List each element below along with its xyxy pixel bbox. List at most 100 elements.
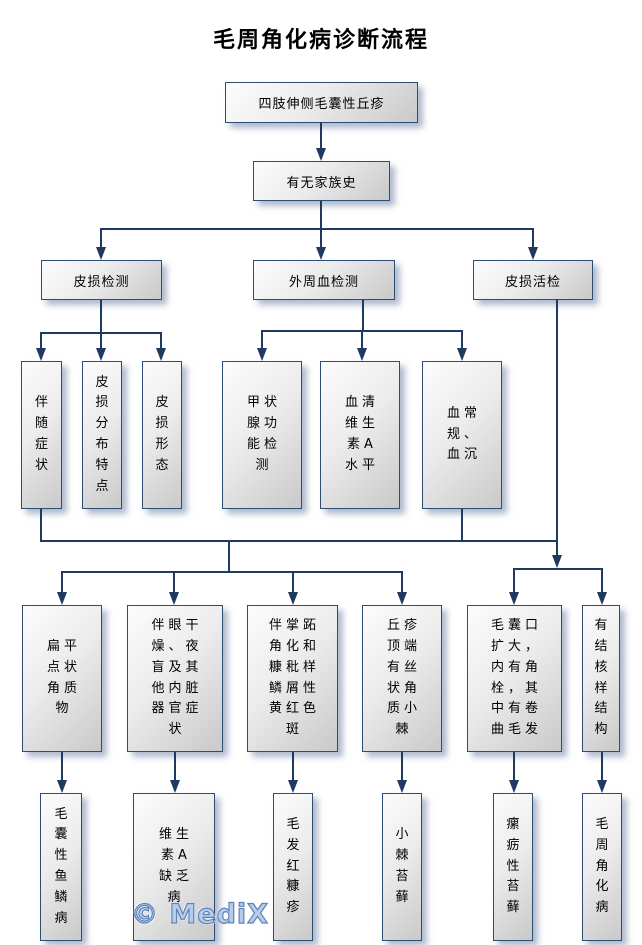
edge-bus-biopsy-line bbox=[532, 228, 534, 247]
edge-biopsy-drop-arrowhead bbox=[552, 555, 562, 568]
node-pityriasis-rubra-pilaris-label: 毛 发 红 糠 疹 bbox=[286, 817, 304, 916]
node-lichen-spinulosus: 小 棘 苔 藓 bbox=[382, 793, 422, 941]
edge-blood-routine-arrowhead bbox=[457, 348, 467, 361]
node-serum-vitamin-a-label: 血清 维生 素A 水平 bbox=[344, 395, 379, 473]
node-start-label: 四肢伸侧毛囊性丘疹 bbox=[258, 97, 385, 112]
bus-findings-left-horizontal bbox=[61, 571, 403, 573]
edge-keratosis-pilaris-line bbox=[601, 752, 603, 780]
edge-blood-exam-drop-line bbox=[362, 300, 364, 332]
edge-thyroid-line bbox=[261, 330, 263, 348]
node-vitamin-a-deficiency-label: 维生 素A 缺乏 病 bbox=[158, 827, 193, 905]
edge-thyroid-arrowhead bbox=[257, 348, 267, 361]
edge-distribution-line bbox=[100, 332, 102, 348]
edge-start-family-line bbox=[320, 122, 322, 148]
edge-results-drop-line bbox=[228, 540, 230, 573]
edge-tubercle-line bbox=[601, 568, 603, 592]
edge-distribution-arrowhead bbox=[96, 348, 106, 361]
edge-bus-blood-exam-line bbox=[320, 228, 322, 247]
node-palmoplantar-scaly-patch-label: 伴掌跖 角化和 糠秕样 鳞屑性 黄红色 斑 bbox=[268, 618, 320, 738]
bus-biopsy-findings-horizontal bbox=[513, 568, 603, 570]
diagram-title: 毛周角化病诊断流程 bbox=[212, 28, 429, 53]
node-flat-punctate-keratin-label: 扁平 点状 角质 物 bbox=[46, 638, 81, 717]
node-keratosis-pilaris-label: 毛 周 角 化 病 bbox=[595, 817, 613, 916]
node-skin-lesion-exam: 皮损检测 bbox=[41, 260, 162, 300]
edge-start-family-arrowhead bbox=[316, 148, 326, 161]
edge-family-bus-line bbox=[320, 201, 322, 230]
edge-bus-biopsy-arrowhead bbox=[528, 247, 538, 260]
node-accompanying-symptoms-label: 伴 随 症 状 bbox=[34, 395, 52, 473]
edge-vitamin-a-arrowhead bbox=[357, 348, 367, 361]
edge-papule-spine-line bbox=[401, 571, 403, 592]
edge-vitamin-a-line bbox=[361, 330, 363, 348]
edge-vit-a-deficiency-line bbox=[174, 752, 176, 780]
node-tubercle-structure: 有 结 核 样 结 构 bbox=[582, 605, 620, 752]
edge-vit-a-deficiency-arrowhead bbox=[170, 780, 180, 793]
node-lichen-spinulosus-label: 小 棘 苔 藓 bbox=[395, 827, 413, 905]
edge-bus-skin-exam-line bbox=[100, 228, 102, 247]
node-follicle-plug-coiled-hair-label: 毛囊口 扩大， 内有角 栓，其 中有卷 曲毛发 bbox=[490, 618, 542, 738]
edge-follicle-plug-arrowhead bbox=[509, 592, 519, 605]
node-serum-vitamin-a: 血清 维生 素A 水平 bbox=[320, 361, 400, 509]
node-family-history: 有无家族史 bbox=[253, 161, 390, 201]
edge-keratosis-pilaris-arrowhead bbox=[597, 780, 607, 793]
edge-symptoms-line bbox=[40, 332, 42, 348]
node-follicular-ichthyosis: 毛 囊 性 鱼 鳞 病 bbox=[40, 793, 82, 941]
edge-palmoplantar-arrowhead bbox=[288, 592, 298, 605]
node-skin-lesion-exam-label: 皮损检测 bbox=[73, 274, 130, 290]
node-blood-routine-esr-label: 血常 规、 血沉 bbox=[446, 405, 481, 463]
edge-blood-routine-down-line bbox=[461, 509, 463, 542]
edge-symptoms-down-line bbox=[40, 509, 42, 542]
node-eye-dryness-visceral-label: 伴眼干 燥、夜 盲及其 他内脏 器官症 状 bbox=[151, 618, 203, 738]
edge-eye-dryness-line bbox=[173, 571, 175, 592]
node-keratosis-pilaris: 毛 周 角 化 病 bbox=[582, 793, 622, 941]
edge-lichen-spinulosus-line bbox=[401, 752, 403, 780]
node-accompanying-symptoms: 伴 随 症 状 bbox=[21, 361, 62, 509]
node-eye-dryness-visceral: 伴眼干 燥、夜 盲及其 他内脏 器官症 状 bbox=[127, 605, 223, 752]
edge-prp-line bbox=[292, 752, 294, 780]
bus-results-horizontal bbox=[40, 540, 558, 542]
node-blood-routine-esr: 血常 规、 血沉 bbox=[422, 361, 502, 509]
node-thyroid-function-label: 甲状 腺功 能检 测 bbox=[246, 395, 281, 473]
node-skin-biopsy: 皮损活检 bbox=[473, 260, 593, 300]
node-lesion-distribution-label: 皮 损 分 布 特 点 bbox=[95, 374, 113, 494]
node-peripheral-blood-exam: 外周血检测 bbox=[253, 260, 395, 300]
node-follicular-ichthyosis-label: 毛 囊 性 鱼 鳞 病 bbox=[54, 806, 72, 926]
node-flat-punctate-keratin: 扁平 点状 角质 物 bbox=[22, 605, 102, 752]
node-papule-filiform-spine: 丘疹 顶端 有丝 状角 质小 棘 bbox=[362, 605, 442, 752]
edge-blood-routine-line bbox=[461, 330, 463, 348]
edge-ichthyosis-line bbox=[61, 752, 63, 780]
edge-follicle-plug-line bbox=[513, 568, 515, 592]
edge-morphology-line bbox=[160, 332, 162, 348]
node-start: 四肢伸侧毛囊性丘疹 bbox=[225, 82, 418, 123]
node-vitamin-a-deficiency: 维生 素A 缺乏 病 bbox=[133, 793, 215, 941]
edge-lichen-spinulosus-arrowhead bbox=[397, 780, 407, 793]
node-skin-biopsy-label: 皮损活检 bbox=[504, 274, 561, 290]
edge-lichen-scrofulosorum-arrowhead bbox=[509, 780, 519, 793]
node-thyroid-function: 甲状 腺功 能检 测 bbox=[222, 361, 302, 509]
edge-skin-exam-drop-line bbox=[100, 300, 102, 334]
edge-flat-keratin-arrowhead bbox=[57, 592, 67, 605]
edge-lichen-scrofulosorum-line bbox=[513, 752, 515, 780]
edge-flat-keratin-line bbox=[61, 571, 63, 592]
edge-bus-blood-exam-arrowhead bbox=[316, 247, 326, 260]
bus-tests-horizontal bbox=[100, 228, 534, 230]
edge-bus-skin-exam-arrowhead bbox=[96, 247, 106, 260]
edge-ichthyosis-arrowhead bbox=[57, 780, 67, 793]
node-lichen-scrofulosorum: 瘰 疬 性 苔 藓 bbox=[493, 793, 533, 941]
node-follicle-plug-coiled-hair: 毛囊口 扩大， 内有角 栓，其 中有卷 曲毛发 bbox=[467, 605, 562, 752]
edge-symptoms-arrowhead bbox=[36, 348, 46, 361]
node-family-history-label: 有无家族史 bbox=[286, 175, 357, 191]
node-lesion-morphology-label: 皮 损 形 态 bbox=[155, 395, 173, 473]
edge-papule-spine-arrowhead bbox=[397, 592, 407, 605]
edge-morphology-arrowhead bbox=[156, 348, 166, 361]
node-peripheral-blood-exam-label: 外周血检测 bbox=[288, 274, 359, 290]
edge-tubercle-arrowhead bbox=[597, 592, 607, 605]
node-pityriasis-rubra-pilaris: 毛 发 红 糠 疹 bbox=[273, 793, 313, 941]
medix-watermark: © MediX bbox=[130, 898, 269, 930]
node-lesion-distribution: 皮 损 分 布 特 点 bbox=[82, 361, 122, 509]
node-lesion-morphology: 皮 损 形 态 bbox=[142, 361, 182, 509]
edge-prp-arrowhead bbox=[288, 780, 298, 793]
node-palmoplantar-scaly-patch: 伴掌跖 角化和 糠秕样 鳞屑性 黄红色 斑 bbox=[247, 605, 338, 752]
edge-eye-dryness-arrowhead bbox=[169, 592, 179, 605]
